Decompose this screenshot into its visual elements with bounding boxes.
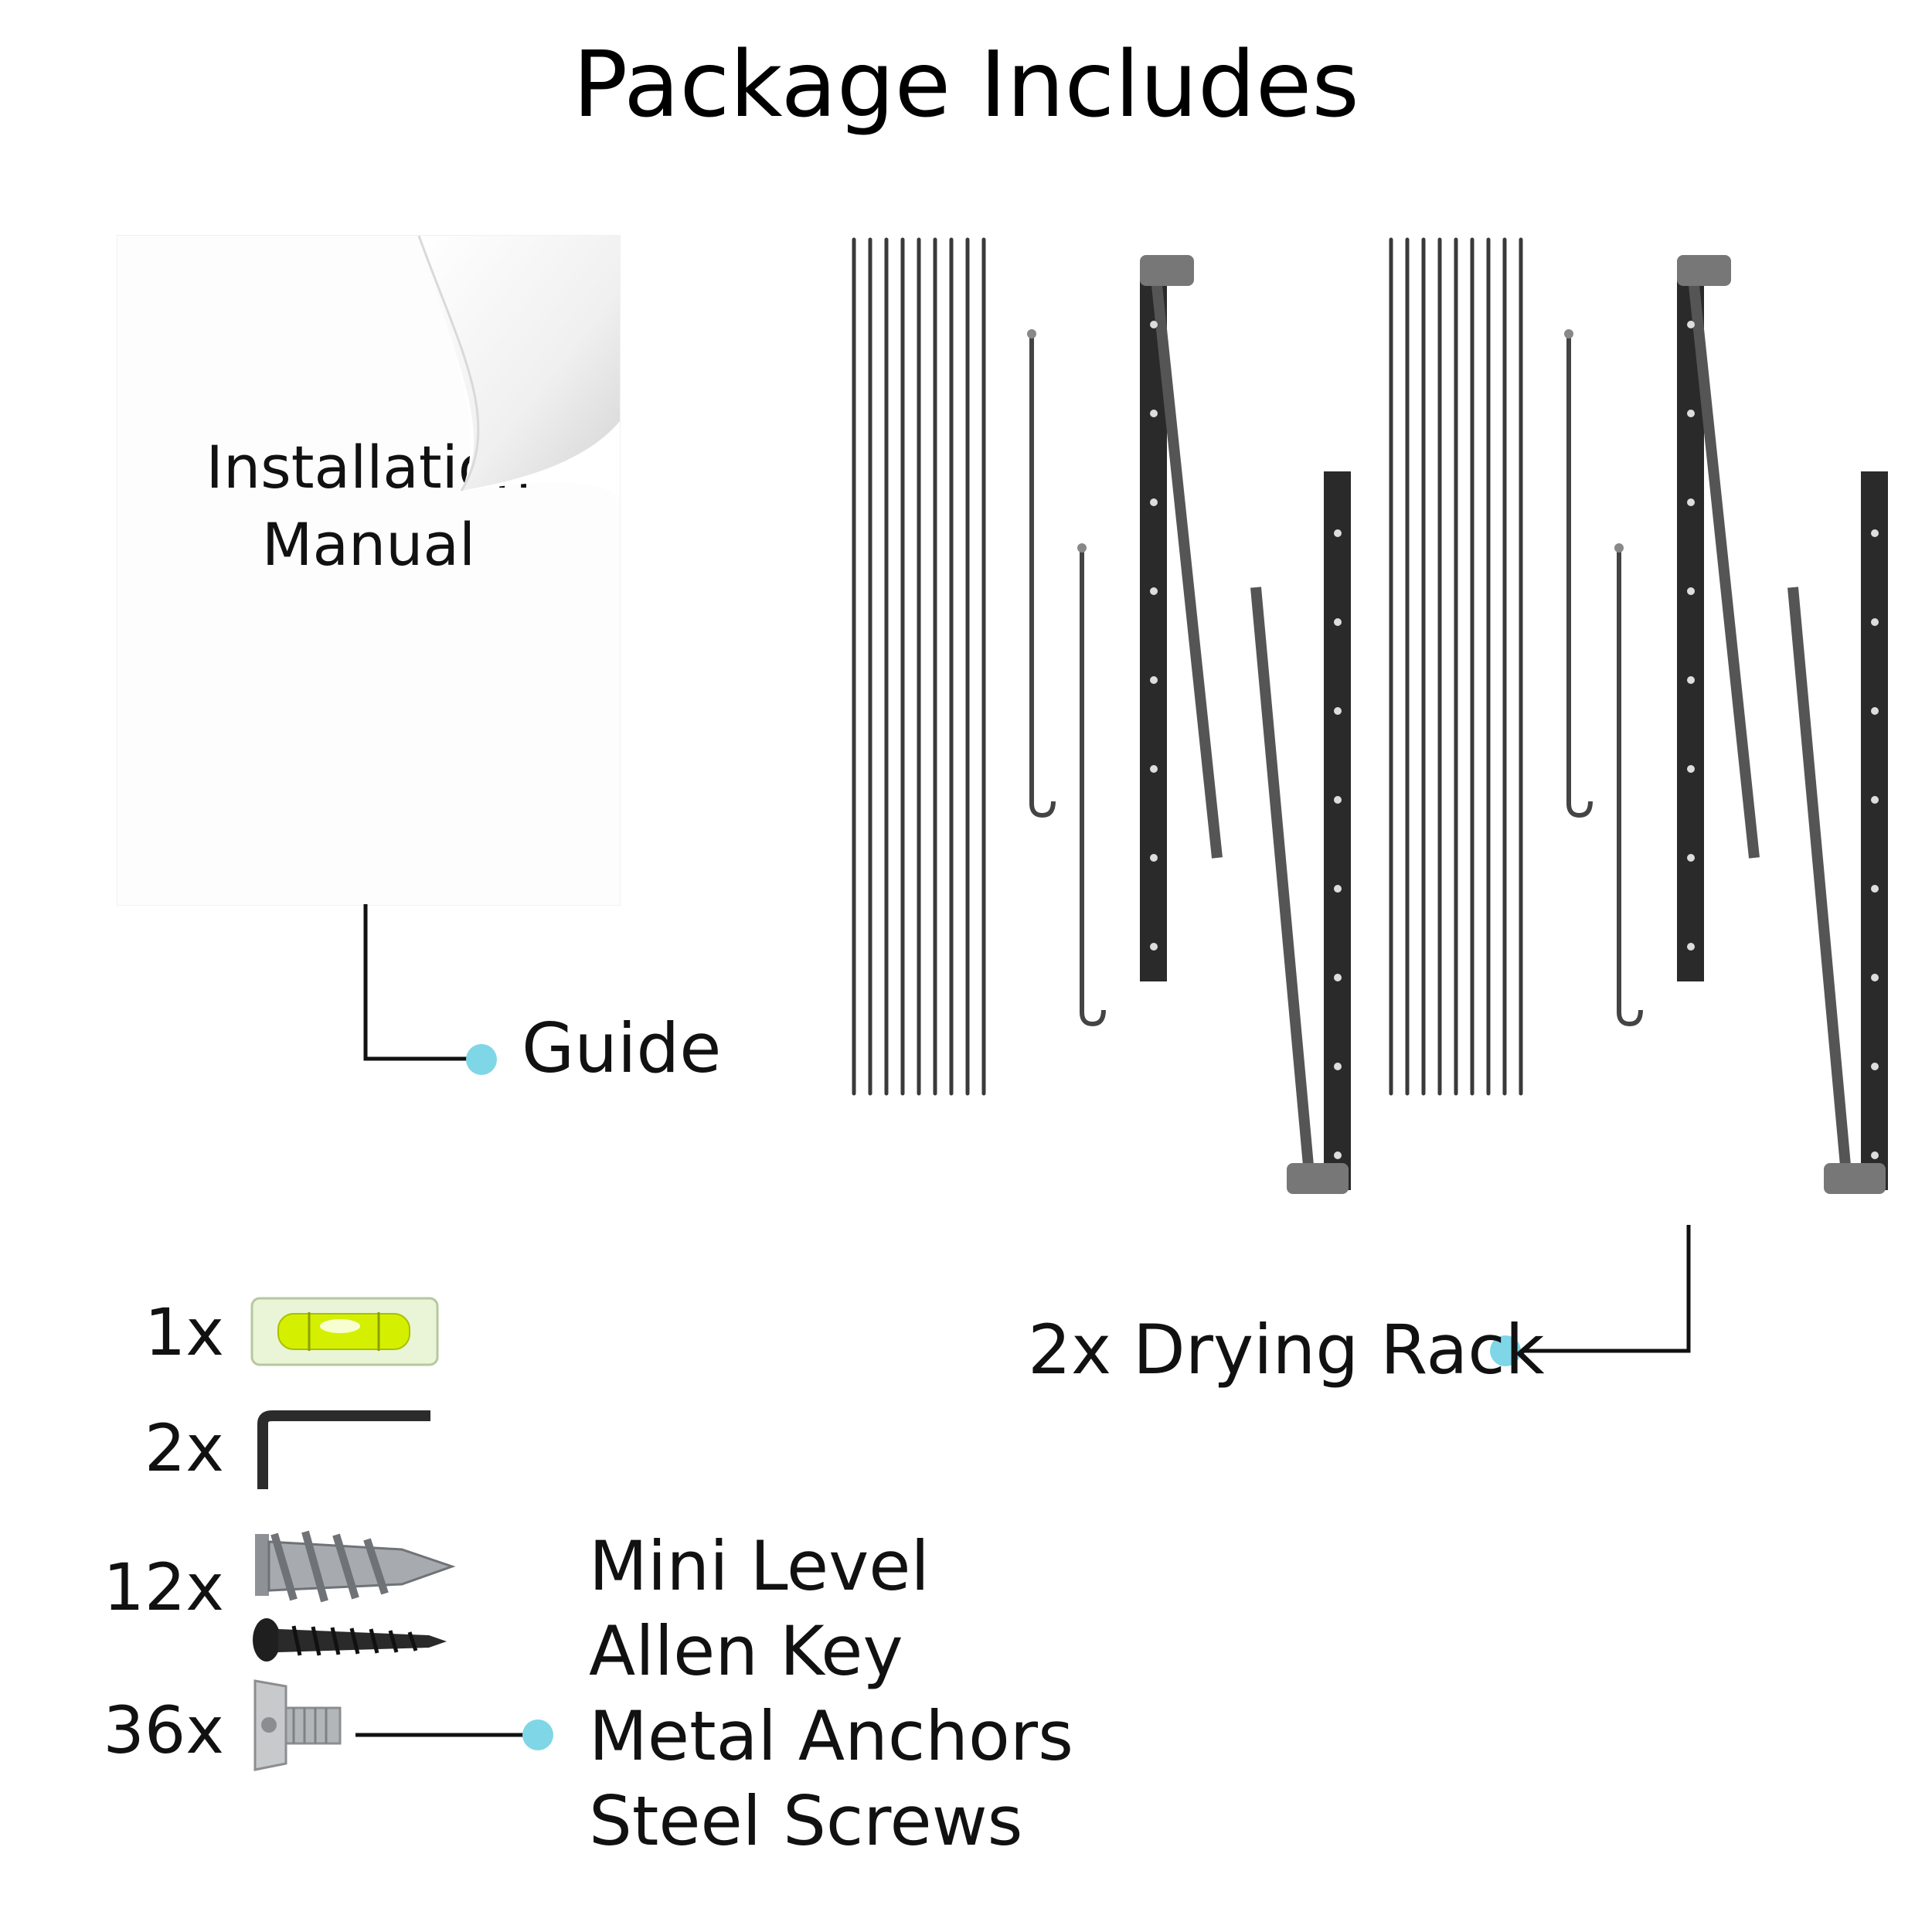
rack-hook-eye bbox=[1027, 329, 1036, 338]
rack-arm bbox=[1687, 270, 1760, 859]
metal-anchor-icon bbox=[255, 1530, 456, 1603]
rack-bracket-hole bbox=[1871, 885, 1879, 893]
rack-hinge bbox=[1287, 1163, 1349, 1194]
rack-hook bbox=[1029, 336, 1056, 818]
rack-bracket-hole bbox=[1871, 1151, 1879, 1159]
item-steel-screws: Steel Screws bbox=[589, 1781, 1023, 1861]
rack-bracket-hole bbox=[1150, 943, 1158, 951]
rack-hook bbox=[1080, 550, 1106, 1027]
mini-level-icon bbox=[250, 1297, 439, 1366]
page-title: Package Includes bbox=[573, 31, 1359, 138]
rack-bracket-hole bbox=[1334, 796, 1342, 804]
item-mini-level: Mini Level bbox=[589, 1526, 930, 1606]
rack-hook bbox=[1617, 550, 1643, 1027]
rack-bracket bbox=[1324, 471, 1351, 1190]
rack-bracket-hole bbox=[1871, 618, 1879, 626]
allen-key-icon bbox=[257, 1410, 430, 1489]
guide-dot bbox=[466, 1044, 497, 1075]
guide-label: Guide bbox=[522, 1009, 722, 1088]
rack-bracket-hole bbox=[1687, 498, 1695, 506]
rack-hinge bbox=[1140, 255, 1194, 286]
rack-bracket-hole bbox=[1687, 854, 1695, 862]
rack-bracket-hole bbox=[1150, 587, 1158, 595]
rack-bracket-hole bbox=[1871, 796, 1879, 804]
rack-bracket-hole bbox=[1150, 498, 1158, 506]
rack-bracket-hole bbox=[1334, 885, 1342, 893]
rack-arm bbox=[1787, 587, 1852, 1183]
manual-line-2: Manual bbox=[261, 510, 476, 579]
rack-bracket-hole bbox=[1687, 765, 1695, 773]
rack-bracket-hole bbox=[1150, 854, 1158, 862]
rack-bracket-hole bbox=[1334, 974, 1342, 981]
rack-bracket-hole bbox=[1334, 529, 1342, 537]
rack-bracket-hole bbox=[1334, 1063, 1342, 1070]
hardware-dot bbox=[522, 1719, 553, 1750]
rack-arm bbox=[1150, 270, 1223, 859]
rack-hook-eye bbox=[1614, 543, 1624, 553]
qty-metal-anchors: 12x bbox=[103, 1549, 224, 1625]
rack-bracket-hole bbox=[1687, 676, 1695, 684]
rack-bracket-hole bbox=[1334, 618, 1342, 626]
item-metal-anchors: Metal Anchors bbox=[589, 1696, 1073, 1776]
rack-bracket-hole bbox=[1871, 974, 1879, 981]
rack-bracket bbox=[1861, 471, 1888, 1190]
rack-bracket-hole bbox=[1334, 707, 1342, 715]
rack-label: 2x Drying Rack bbox=[1028, 1310, 1545, 1389]
rack-bracket-hole bbox=[1871, 1063, 1879, 1070]
page-curl-icon bbox=[417, 236, 620, 498]
steel-screw-icon bbox=[253, 1679, 342, 1771]
rack-bracket-hole bbox=[1871, 529, 1879, 537]
rack-hinge bbox=[1677, 255, 1731, 286]
rack-bracket-hole bbox=[1871, 707, 1879, 715]
rack-bracket-hole bbox=[1150, 321, 1158, 328]
rack-hook-eye bbox=[1564, 329, 1573, 338]
rack-hinge bbox=[1824, 1163, 1886, 1194]
qty-allen-key: 2x bbox=[144, 1410, 224, 1486]
qty-mini-level: 1x bbox=[144, 1294, 224, 1370]
rack-bracket-hole bbox=[1150, 676, 1158, 684]
rack-bracket-hole bbox=[1687, 410, 1695, 417]
rack-dot bbox=[1490, 1335, 1521, 1366]
rack-bracket-hole bbox=[1687, 943, 1695, 951]
item-allen-key: Allen Key bbox=[589, 1611, 903, 1691]
rack-bracket-hole bbox=[1334, 1151, 1342, 1159]
rack-hook-eye bbox=[1077, 543, 1087, 553]
installation-manual-sheet: Installation Manual bbox=[117, 236, 620, 905]
rack-bracket-hole bbox=[1687, 321, 1695, 328]
rack-bracket-hole bbox=[1150, 410, 1158, 417]
rack-arm bbox=[1250, 587, 1315, 1183]
rack-hook bbox=[1566, 336, 1593, 818]
black-screw-icon bbox=[253, 1618, 447, 1662]
rack-bracket-hole bbox=[1687, 587, 1695, 595]
qty-steel-screws: 36x bbox=[103, 1692, 224, 1768]
rack-bracket-hole bbox=[1150, 765, 1158, 773]
